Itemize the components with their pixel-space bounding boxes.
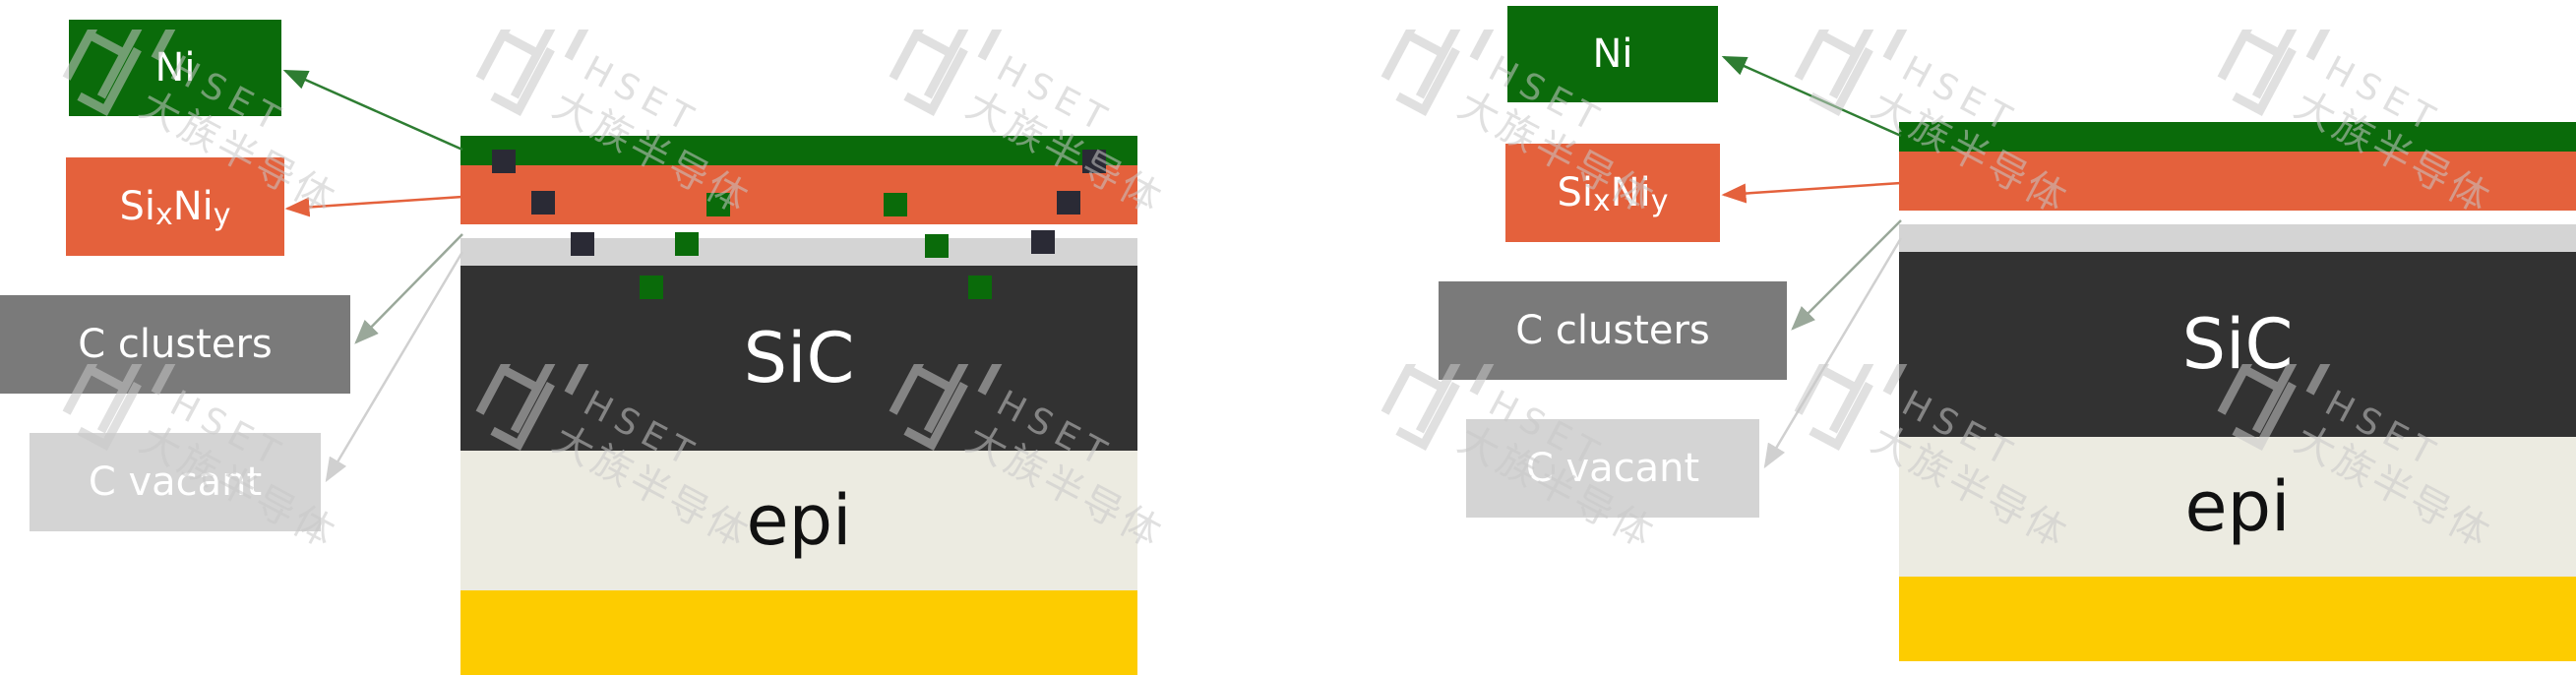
carbon-cluster-particle	[492, 150, 516, 173]
carbon-cluster-particle	[1057, 191, 1080, 215]
ni-particle	[675, 232, 699, 256]
ni-arrow	[1721, 55, 1902, 138]
ni-label: Ni	[1507, 6, 1718, 102]
ni-particle	[640, 276, 663, 299]
metal-layer	[1899, 577, 2576, 661]
sixniy-ni-text: Ni	[172, 184, 214, 229]
sixniy-ni-text: Ni	[1610, 170, 1651, 215]
ni-layer	[460, 136, 1137, 165]
c-vacant-label: C vacant	[1466, 419, 1759, 518]
sixniy-x-subscript: x	[154, 197, 173, 232]
ni-arrow	[282, 69, 463, 152]
ni-particle	[968, 276, 992, 299]
sixniy-layer	[1899, 152, 2576, 211]
c-clusters-label-text: C clusters	[1515, 308, 1710, 353]
c-vacant-arrow	[1763, 237, 1903, 469]
c-clusters-layer	[1899, 211, 2576, 224]
ni-particle	[884, 193, 907, 216]
c-clusters-arrow	[1791, 219, 1902, 331]
c-vacant-layer	[1899, 224, 2576, 252]
sixniy-layer	[460, 165, 1137, 224]
c-clusters-layer	[460, 224, 1137, 238]
sixniy-x-subscript: x	[1592, 183, 1611, 218]
sixniy-si-text: Si	[1557, 170, 1593, 215]
carbon-cluster-particle	[1082, 150, 1106, 173]
sixniy-si-text: Si	[119, 184, 155, 229]
carbon-cluster-particle	[1031, 230, 1055, 254]
ni-particle	[706, 193, 730, 216]
sixniy-y-subscript: y	[1650, 183, 1669, 218]
c-vacant-arrow	[325, 251, 464, 483]
ni-label-text: Ni	[1592, 31, 1633, 77]
epi-layer	[460, 451, 1137, 590]
carbon-cluster-particle	[571, 232, 594, 256]
carbon-cluster-particle	[531, 191, 555, 215]
sixniy-arrow	[1721, 181, 1902, 204]
c-clusters-arrow	[354, 233, 463, 344]
ni-particle	[925, 234, 949, 258]
epi-layer	[1899, 437, 2576, 577]
sixniy-y-subscript: y	[213, 197, 231, 232]
metal-layer	[460, 590, 1137, 675]
c-vacant-label-text: C vacant	[1525, 446, 1700, 491]
c-vacant-label-text: C vacant	[88, 460, 263, 505]
sixniy-arrow	[284, 195, 463, 217]
ni-layer	[1899, 122, 2576, 152]
